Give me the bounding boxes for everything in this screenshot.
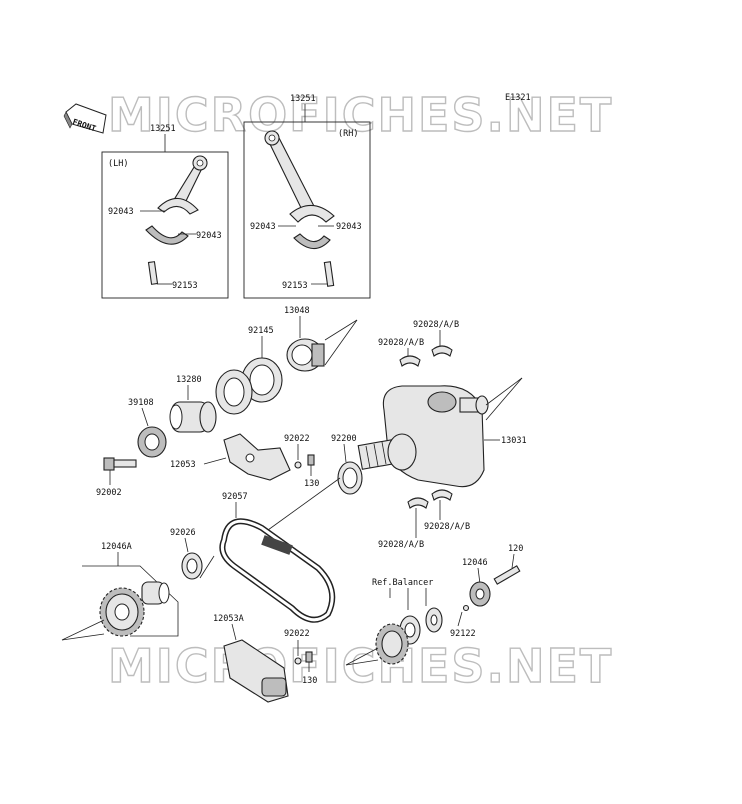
label-39108: 39108 — [128, 398, 154, 408]
label-13280: 13280 — [176, 375, 202, 385]
label-12053A: 12053A — [213, 614, 244, 624]
bearing-shell-d — [431, 489, 453, 501]
belt-92057 — [219, 518, 336, 623]
bearing-92145 — [215, 357, 283, 415]
bearing-13048 — [286, 338, 325, 372]
washer-92200 — [337, 461, 363, 495]
label-12053: 12053 — [170, 460, 196, 470]
rh-box — [243, 121, 371, 299]
label-130-a: 130 — [304, 479, 319, 489]
label-92028-d: 92028/A/B — [378, 540, 424, 550]
lh-box — [101, 151, 229, 299]
label-92022-a: 92022 — [284, 434, 310, 444]
bolt-120 — [493, 565, 521, 585]
label-92043-d: 92043 — [336, 222, 362, 232]
label-92153-lh: 92153 — [172, 281, 198, 291]
crankshaft-13031 — [357, 385, 489, 488]
label-92028-c: 92028/A/B — [424, 522, 470, 532]
bearing-shell-b — [431, 345, 453, 357]
label-92022-b: 92022 — [284, 629, 310, 639]
label-92122: 92122 — [450, 629, 476, 639]
label-92028-a: 92028/A/B — [413, 320, 459, 330]
group-lh: (LH) — [108, 159, 128, 169]
label-13031: 13031 — [501, 436, 527, 446]
label-13251-lh: 13251 — [150, 124, 176, 134]
bolt-92002 — [103, 457, 137, 471]
label-92028-b: 92028/A/B — [378, 338, 424, 348]
connecting-rod-rh — [264, 130, 335, 287]
label-120: 120 — [508, 544, 523, 554]
label-92057: 92057 — [222, 492, 248, 502]
connecting-rod-lh — [145, 155, 208, 285]
label-92043-a: 92043 — [108, 207, 134, 217]
label-92043-b: 92043 — [196, 231, 222, 241]
label-12046A: 12046A — [101, 542, 132, 552]
label-130-b: 130 — [302, 676, 317, 686]
bearing-shell-c — [407, 497, 429, 509]
label-13048: 13048 — [284, 306, 310, 316]
label-92145: 92145 — [248, 326, 274, 336]
diagram-code: E1321 — [505, 93, 531, 103]
label-92200: 92200 — [331, 434, 357, 444]
balancer-gear — [375, 607, 443, 665]
sprocket-12046A — [99, 581, 170, 637]
group-rh: (RH) — [338, 129, 358, 139]
label-12046: 12046 — [462, 558, 488, 568]
bracket-12053A — [223, 639, 289, 703]
bracket-12053 — [223, 433, 291, 481]
group-ref-balancer: Ref.Balancer — [372, 578, 433, 588]
label-92043-c: 92043 — [250, 222, 276, 232]
label-92153-rh: 92153 — [282, 281, 308, 291]
watermark-top: MICROFICHES.NET — [108, 88, 613, 142]
label-92002: 92002 — [96, 488, 122, 498]
label-92026: 92026 — [170, 528, 196, 538]
collar-13280 — [169, 401, 217, 433]
seal-39108 — [137, 426, 167, 458]
label-13251-rh: 13251 — [290, 94, 316, 104]
bearing-shell-a — [399, 355, 421, 367]
front-arrow-icon: FRONT — [63, 103, 107, 134]
watermark-bottom: MICROFICHES.NET — [108, 639, 613, 693]
